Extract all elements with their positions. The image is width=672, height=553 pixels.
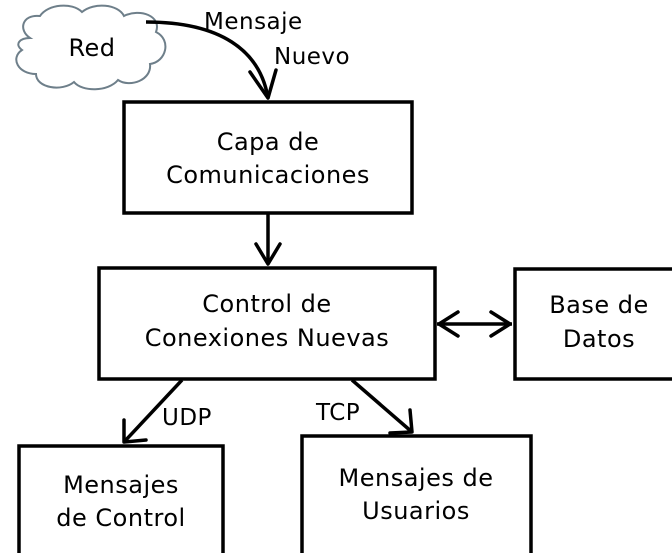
control-conexiones-label-line1: Control de	[202, 290, 331, 318]
base-datos-label-line2: Datos	[563, 325, 635, 353]
edge-red-to-capa-label-line2: Nuevo	[274, 44, 350, 70]
base-datos-label-line1: Base de	[549, 291, 649, 319]
red-label: Red	[68, 34, 115, 62]
capa-comunicaciones-label-line2: Comunicaciones	[166, 161, 370, 189]
control-conexiones-label-line2: Conexiones Nuevas	[145, 324, 390, 352]
edge-tcp-label: TCP	[315, 400, 360, 426]
edge-red-to-capa-label-line1: Mensaje	[204, 9, 303, 35]
edge-red-to-capa: Mensaje Nuevo	[145, 9, 350, 100]
cloud-icon	[15, 4, 167, 91]
mensajes-control-label-line1: Mensajes	[63, 471, 179, 499]
edge-tcp-arrowhead	[388, 408, 414, 435]
edge-control-to-mensajes-usuarios: TCP	[315, 378, 414, 435]
control-conexiones-rect	[97, 266, 437, 381]
mensajes-usuarios-rect	[300, 434, 533, 553]
edge-control-to-mensajes-control: UDP	[122, 378, 212, 444]
mensajes-usuarios-box: Mensajes de Usuarios	[300, 434, 533, 553]
base-datos-box: Base de Datos	[513, 267, 672, 381]
mensajes-control-rect	[17, 444, 225, 553]
edge-udp-line	[122, 378, 184, 444]
red-cloud: Red	[15, 4, 167, 91]
capa-comunicaciones-rect	[122, 100, 414, 215]
control-conexiones-box: Control de Conexiones Nuevas	[97, 266, 437, 381]
edge-udp-label: UDP	[162, 405, 212, 431]
edge-control-base-arrowhead-right	[489, 310, 512, 338]
edge-control-base	[437, 310, 512, 338]
capa-comunicaciones-label-line1: Capa de	[217, 128, 320, 156]
edge-control-base-arrowhead-left	[437, 310, 460, 338]
edge-tcp-line	[350, 378, 414, 434]
edge-red-to-capa-line	[145, 20, 270, 99]
capa-comunicaciones-box: Capa de Comunicaciones	[122, 100, 414, 215]
edge-udp-arrowhead	[122, 418, 148, 444]
edge-capa-to-control	[254, 213, 282, 266]
mensajes-control-label-line2: de Control	[56, 504, 185, 532]
mensajes-usuarios-label-line1: Mensajes de	[339, 464, 494, 492]
base-datos-rect	[513, 267, 672, 381]
mensajes-control-box: Mensajes de Control	[17, 444, 225, 553]
mensajes-usuarios-label-line2: Usuarios	[362, 497, 470, 525]
edge-red-to-capa-arrowhead	[248, 68, 278, 100]
edge-capa-to-control-arrowhead	[254, 242, 282, 266]
